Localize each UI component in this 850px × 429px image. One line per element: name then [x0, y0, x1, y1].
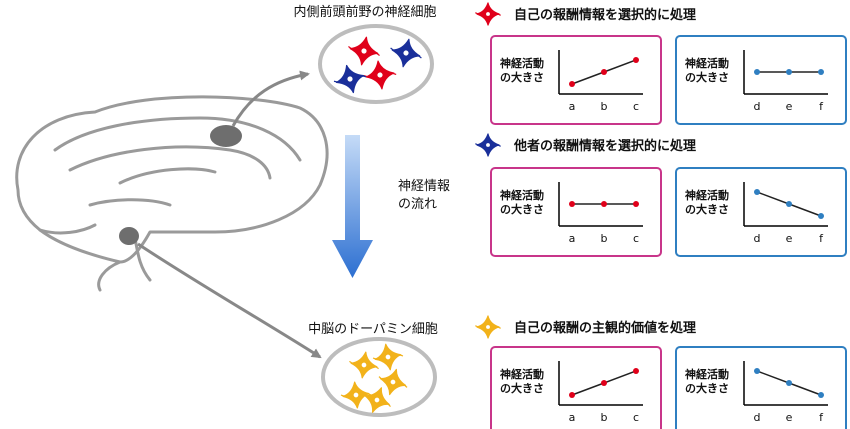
data-point-c — [633, 201, 639, 207]
tick-label-e: e — [786, 100, 793, 113]
flow-label-line2: の流れ — [398, 197, 437, 212]
tick-label-e: e — [786, 232, 793, 245]
panel-border — [675, 346, 847, 429]
panel-border — [490, 167, 662, 257]
ylabel-line1: 神経活動 — [500, 56, 544, 70]
midbrain-neurons — [340, 343, 408, 413]
midbrain-neuron-2 — [372, 343, 404, 371]
flow-label-line1: 神経情報 — [398, 179, 450, 194]
ylabel-line2: の大きさ — [500, 202, 544, 216]
tick-label-f: f — [819, 100, 824, 113]
data-point-e — [786, 69, 792, 75]
tick-label-b: b — [601, 100, 608, 113]
tick-label-d: d — [754, 100, 761, 113]
tick-label-b: b — [601, 411, 608, 424]
ylabel-line1: 神経活動 — [500, 188, 544, 202]
brain-outline — [15, 95, 329, 292]
ylabel-line1: 神経活動 — [685, 56, 729, 70]
data-point-f — [818, 392, 824, 398]
ylabel-line2: の大きさ — [500, 381, 544, 395]
tick-label-a: a — [569, 232, 576, 245]
midbrain-neuron-1 — [349, 351, 379, 379]
row-2-neuron-icon — [475, 133, 501, 157]
tick-label-e: e — [786, 411, 793, 424]
mpfc-label: 内側前頭前野の神経細胞 — [293, 4, 436, 20]
mpfc-neuron-red-1 — [348, 36, 380, 66]
tick-label-d: d — [754, 232, 761, 245]
panel-border — [490, 346, 662, 429]
ylabel-line1: 神経活動 — [500, 367, 544, 381]
row-1-neuron-icon — [475, 2, 501, 26]
data-point-a — [569, 81, 575, 87]
midbrain-arrow — [137, 242, 322, 359]
data-point-d — [754, 189, 760, 195]
panel-border — [490, 35, 662, 125]
data-point-b — [601, 69, 607, 75]
tick-label-b: b — [601, 232, 608, 245]
mpfc-arrow — [231, 70, 310, 127]
mpfc-neuron-navy-1 — [390, 38, 422, 68]
data-point-d — [754, 69, 760, 75]
ylabel-line2: の大きさ — [500, 70, 544, 84]
data-point-b — [601, 201, 607, 207]
tick-label-f: f — [819, 411, 824, 424]
data-point-d — [754, 368, 760, 374]
ylabel-line2: の大きさ — [685, 381, 729, 395]
ylabel-line1: 神経活動 — [685, 188, 729, 202]
data-point-e — [786, 380, 792, 386]
midbrain-label: 中脳のドーパミン細胞 — [308, 322, 438, 337]
data-point-b — [601, 380, 607, 386]
tick-label-c: c — [633, 100, 639, 113]
midbrain-region — [119, 227, 139, 245]
ylabel-line2: の大きさ — [685, 202, 729, 216]
ylabel-line2: の大きさ — [685, 70, 729, 84]
row-3-title: 自己の報酬の主観的価値を処理 — [514, 320, 696, 336]
panel-border — [675, 35, 847, 125]
tick-label-c: c — [633, 411, 639, 424]
flow-arrow — [332, 135, 373, 278]
tick-label-a: a — [569, 100, 576, 113]
mpfc-region — [210, 125, 242, 147]
tick-label-d: d — [754, 411, 761, 424]
mpfc-neuron-red-2 — [363, 60, 397, 90]
tick-label-c: c — [633, 232, 639, 245]
tick-label-f: f — [819, 232, 824, 245]
tick-label-a: a — [569, 411, 576, 424]
midbrain-neuron-5 — [363, 387, 391, 413]
data-point-c — [633, 368, 639, 374]
data-point-c — [633, 57, 639, 63]
data-point-f — [818, 69, 824, 75]
row-2-title: 他者の報酬情報を選択的に処理 — [513, 138, 696, 154]
mpfc-neurons — [333, 36, 422, 94]
data-point-a — [569, 201, 575, 207]
mpfc-neuron-navy-2 — [333, 64, 367, 94]
row-1-title: 自己の報酬情報を選択的に処理 — [514, 7, 696, 23]
data-point-e — [786, 201, 792, 207]
mpfc-cell-ellipse — [318, 24, 434, 104]
data-point-a — [569, 392, 575, 398]
midbrain-neuron-3 — [378, 368, 408, 396]
row-3-neuron-icon — [475, 315, 501, 339]
data-point-f — [818, 213, 824, 219]
panel-border — [675, 167, 847, 257]
ylabel-line1: 神経活動 — [685, 367, 729, 381]
